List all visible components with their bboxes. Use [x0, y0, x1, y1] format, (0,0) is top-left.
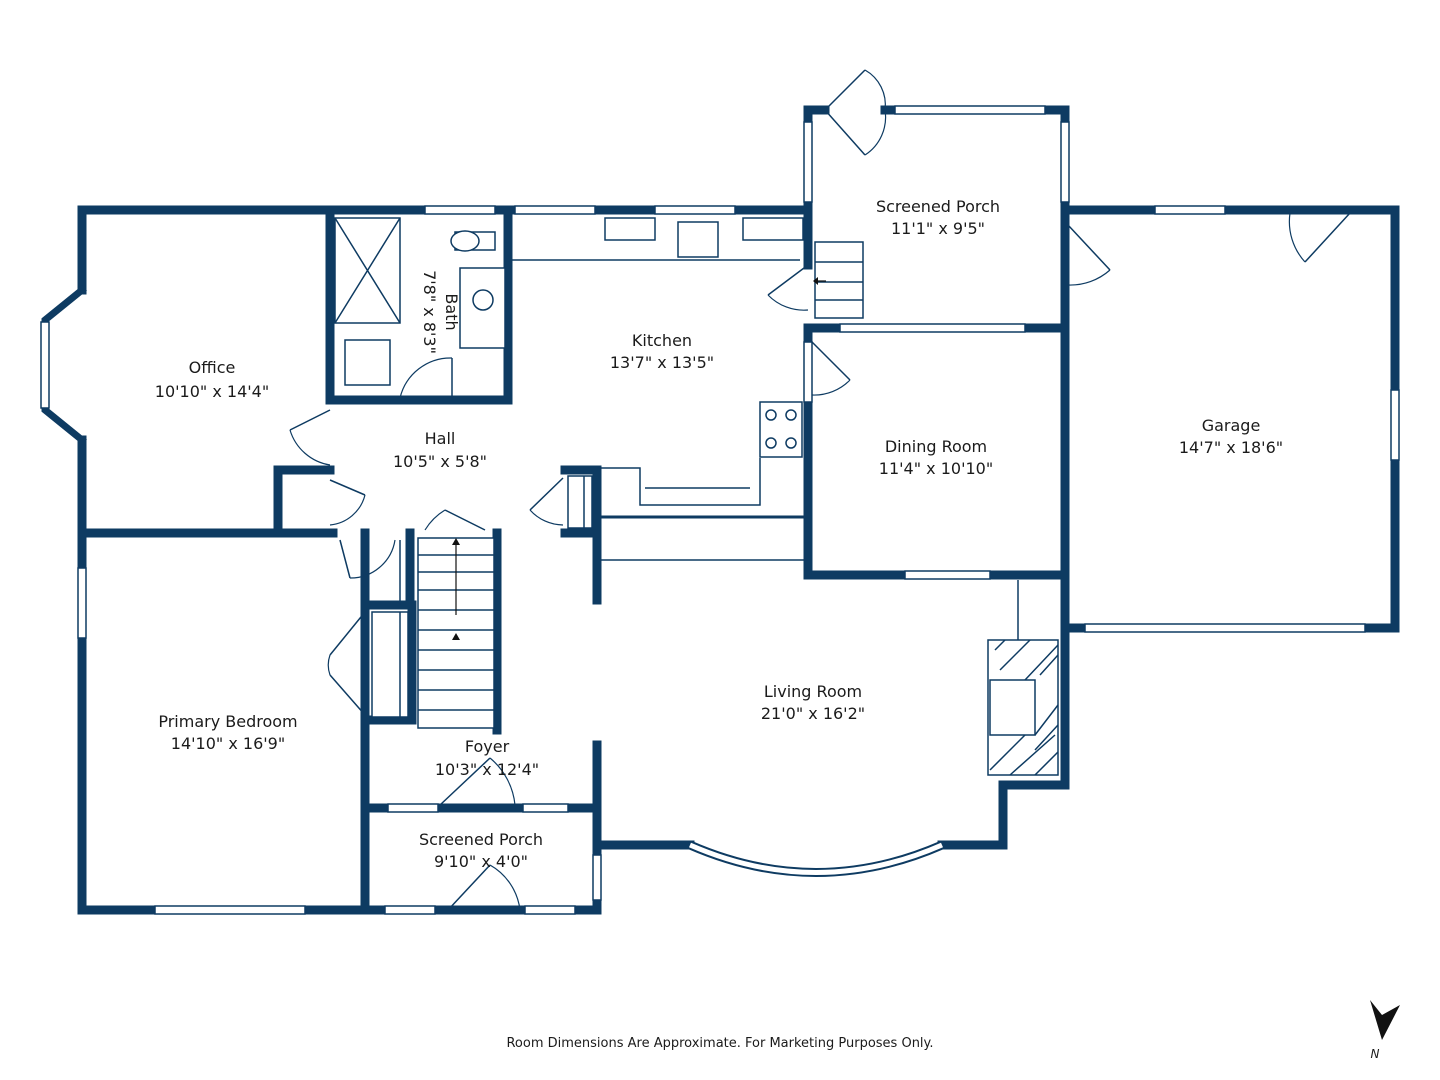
room-dims-kitchen: 13'7" x 13'5"	[610, 353, 714, 372]
room-name-foyer: Foyer	[465, 737, 510, 756]
room-dims-screened-porch-bottom: 9'10" x 4'0"	[434, 852, 528, 871]
windows	[40, 105, 1400, 915]
room-dims-office: 10'10" x 14'4"	[155, 382, 269, 401]
room-name-primary-bedroom: Primary Bedroom	[158, 712, 297, 731]
room-dims-bath: 7'8" x 8'3"	[420, 270, 439, 354]
room-dims-hall: 10'5" x 5'8"	[393, 452, 487, 471]
room-dims-living-room: 21'0" x 16'2"	[761, 704, 865, 723]
room-dims-garage: 14'7" x 18'6"	[1179, 438, 1283, 457]
room-dims-screened-porch-top: 11'1" x 9'5"	[891, 219, 985, 238]
room-labels: Screened Porch 11'1" x 9'5" Office 10'10…	[155, 197, 1283, 871]
room-name-hall: Hall	[425, 429, 456, 448]
room-name-screened-porch-top: Screened Porch	[876, 197, 1000, 216]
room-name-living-room: Living Room	[764, 682, 862, 701]
room-name-screened-porch-bottom: Screened Porch	[419, 830, 543, 849]
fixtures	[334, 217, 1059, 776]
north-label: N	[1371, 1047, 1380, 1061]
doors	[289, 69, 1351, 911]
room-name-kitchen: Kitchen	[632, 331, 692, 350]
room-name-bath: Bath	[442, 293, 461, 330]
room-name-dining-room: Dining Room	[885, 437, 987, 456]
room-dims-primary-bedroom: 14'10" x 16'9"	[171, 734, 285, 753]
disclaimer-text: Room Dimensions Are Approximate. For Mar…	[506, 1036, 933, 1051]
north-arrow-icon	[1370, 1000, 1400, 1040]
room-name-garage: Garage	[1202, 416, 1261, 435]
room-dims-dining-room: 11'4" x 10'10"	[879, 459, 993, 478]
room-name-office: Office	[189, 358, 236, 377]
room-dims-foyer: 10'3" x 12'4"	[435, 760, 539, 779]
walls	[41, 105, 1400, 915]
